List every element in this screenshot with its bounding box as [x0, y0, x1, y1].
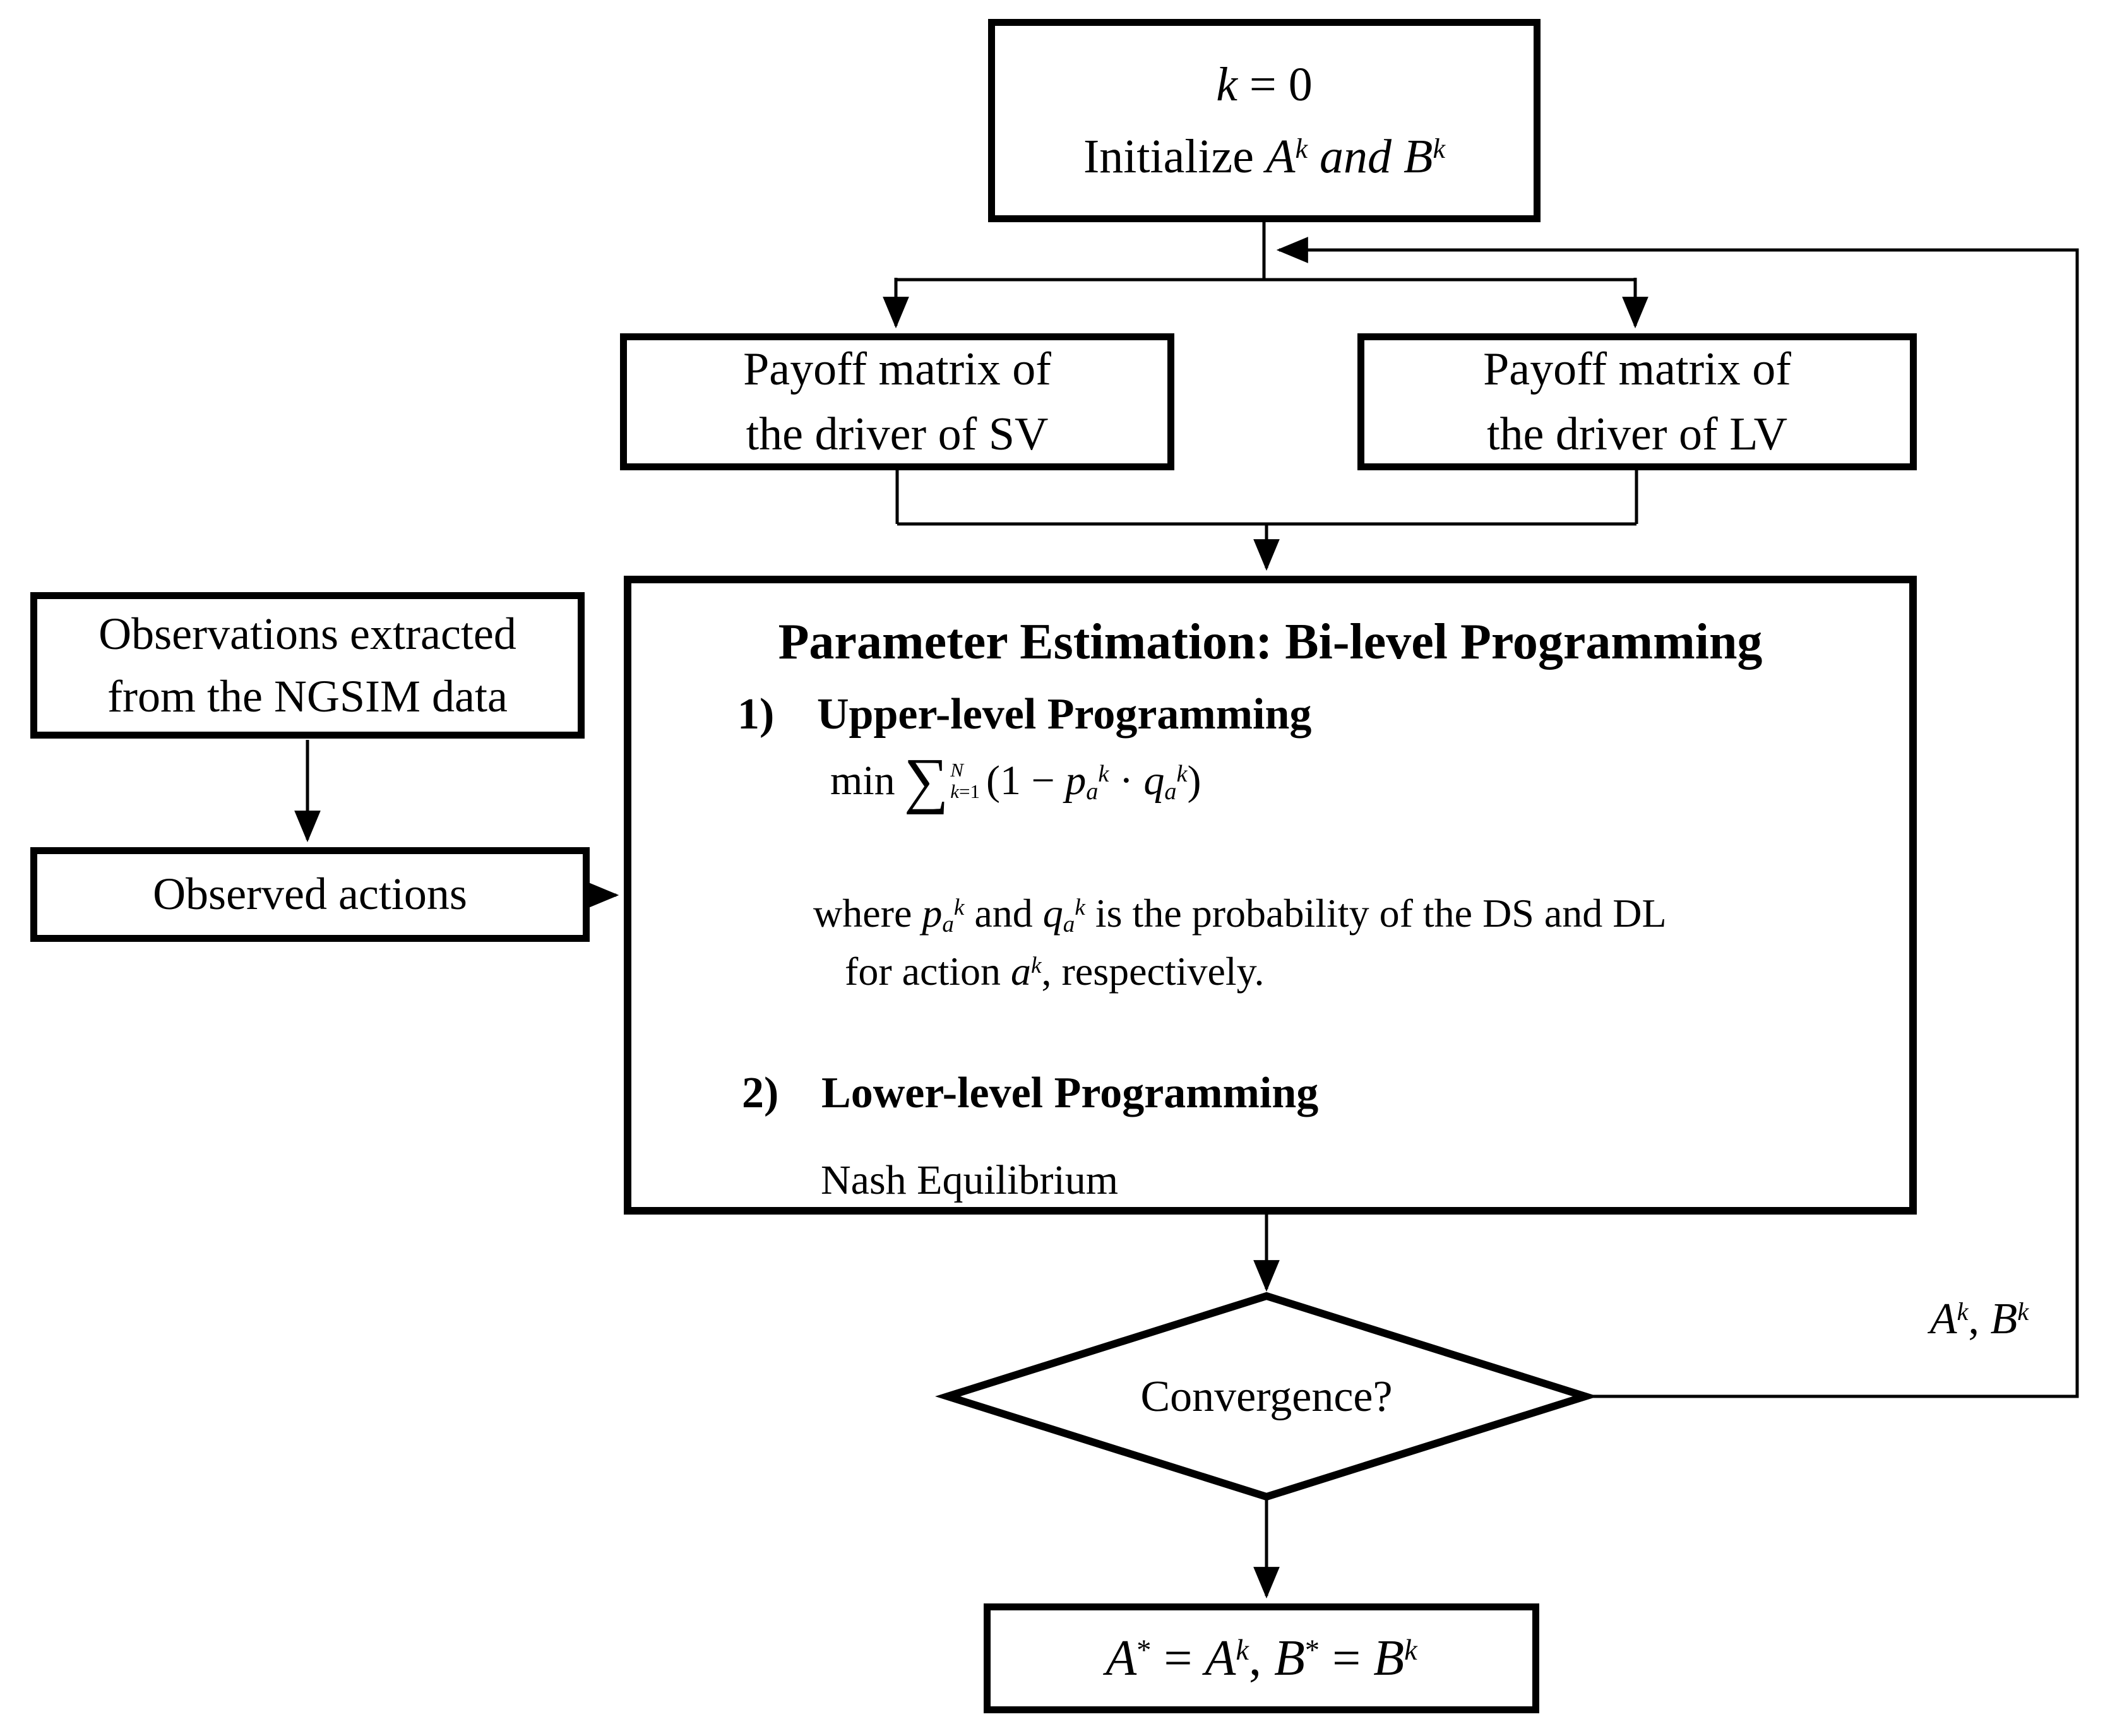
nash-equilibrium-label: Nash Equilibrium: [821, 1157, 1119, 1203]
payoff-sv-box: Payoff matrix of the driver of SV: [620, 333, 1174, 470]
summation-limits: N k=1: [950, 759, 980, 802]
sigma-glyph: ∑: [903, 746, 949, 815]
observed-actions-box: Observed actions: [30, 847, 590, 942]
start-box-line1: k = 0: [1216, 58, 1313, 111]
convergence-diamond-label: Convergence?: [1140, 1372, 1393, 1421]
summation-upper-limit: N: [950, 759, 963, 782]
arrow-feedback-loop: [1276, 237, 2079, 1398]
summation-lower-limit: k=1: [950, 780, 981, 802]
upper-level-number: 1): [737, 690, 775, 739]
objective-formula: min ∑ N k=1 (1 − pak · qak): [830, 746, 1201, 815]
upper-level-label: Upper-level Programming: [817, 690, 1312, 739]
start-box: k = 0 Initialize Ak and Bk: [988, 19, 1541, 222]
observations-line1: Observations extracted: [98, 608, 516, 659]
result-line: A* = Ak, B* = Bk: [1106, 1630, 1417, 1686]
observations-box: Observations extracted from the NGSIM da…: [30, 592, 585, 739]
lower-level-number: 2): [742, 1069, 779, 1117]
upper-level-item: 1) Upper-level Programming: [737, 689, 1311, 740]
result-box: A* = Ak, B* = Bk: [984, 1603, 1539, 1713]
payoff-lv-line2: the driver of LV: [1486, 408, 1788, 460]
payoff-sv-line2: the driver of SV: [746, 408, 1049, 460]
where-clause-line2: for action ak, respectively.: [845, 949, 1265, 994]
start-box-line2: Initialize Ak and Bk: [1083, 130, 1446, 183]
observations-line2: from the NGSIM data: [107, 671, 508, 722]
parameter-estimation-box: Parameter Estimation: Bi-level Programmi…: [624, 576, 1917, 1215]
payoff-lv-line1: Payoff matrix of: [1483, 343, 1791, 396]
summation-symbol: ∑ N k=1: [903, 746, 980, 815]
formula-min: min: [830, 757, 895, 804]
observed-actions-label: Observed actions: [153, 869, 467, 920]
payoff-sv-line1: Payoff matrix of: [743, 343, 1051, 396]
lower-level-item: 2) Lower-level Programming: [742, 1068, 1318, 1119]
payoff-lv-box: Payoff matrix of the driver of LV: [1357, 333, 1917, 470]
where-clause-line1: where pak and qak is the probability of …: [813, 891, 1667, 938]
feedback-edge-label: Ak, Bk: [1929, 1295, 2029, 1343]
param-title: Parameter Estimation: Bi-level Programmi…: [778, 614, 1763, 670]
formula-body: (1 − pak · qak): [986, 757, 1201, 805]
convergence-diamond-shape: [935, 1292, 1598, 1501]
lower-level-label: Lower-level Programming: [821, 1069, 1319, 1117]
